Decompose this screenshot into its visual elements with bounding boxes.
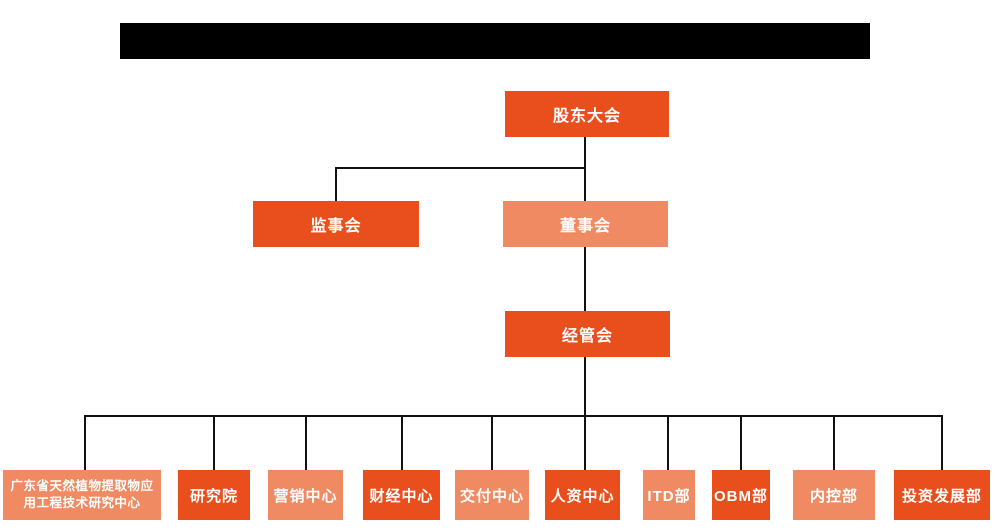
org-node-guangdong-research-center: 广东省天然植物提取物应用工程技术研究中心 [3, 470, 161, 520]
org-node-delivery-center: 交付中心 [455, 470, 529, 520]
connector-line [584, 415, 586, 470]
org-node-obm-dept: OBM部 [712, 470, 770, 520]
connector-line [84, 415, 943, 417]
org-node-board-of-directors: 董事会 [503, 201, 668, 247]
org-node-investment-development-dept: 投资发展部 [894, 470, 990, 520]
connector-line [335, 167, 586, 169]
org-node-itd-dept: ITD部 [643, 470, 695, 520]
connector-line [401, 415, 403, 470]
connector-line [833, 415, 835, 470]
org-node-management-committee: 经管会 [505, 311, 670, 357]
org-node-finance-center: 财经中心 [363, 470, 440, 520]
org-node-supervisory-board: 监事会 [253, 201, 419, 247]
connector-line [491, 415, 493, 470]
connector-line [941, 415, 943, 470]
connector-line [740, 415, 742, 470]
connector-line [213, 415, 215, 470]
org-node-shareholders: 股东大会 [505, 91, 669, 137]
connector-line [84, 415, 86, 470]
connector-line [584, 247, 586, 311]
connector-line [335, 167, 337, 201]
connector-line [305, 415, 307, 470]
connector-line [584, 357, 586, 417]
redacted-title-bar [120, 23, 870, 59]
org-node-research-institute: 研究院 [178, 470, 250, 520]
org-node-internal-control-dept: 内控部 [793, 470, 875, 520]
connector-line [667, 415, 669, 470]
connector-line [584, 137, 586, 201]
org-node-hr-center: 人资中心 [545, 470, 620, 520]
org-node-marketing-center: 营销中心 [268, 470, 343, 520]
